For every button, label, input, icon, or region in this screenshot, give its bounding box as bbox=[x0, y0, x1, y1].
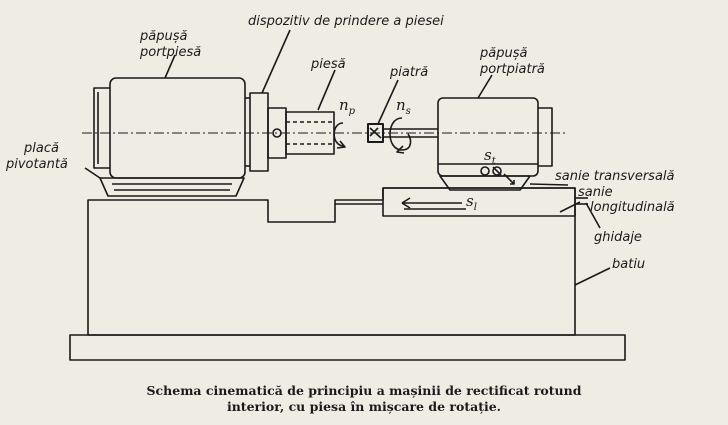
label-papusa-portpiesa-2: portpiesă bbox=[140, 45, 202, 60]
symbol-ns: ns bbox=[396, 96, 411, 117]
label-placa-1: placă bbox=[24, 141, 59, 156]
label-papusa-portpiesa-1: păpușă bbox=[140, 29, 188, 44]
cross-slide bbox=[439, 175, 531, 191]
label-papusa-portpiatra-1: păpușă bbox=[480, 46, 528, 61]
longitudinal-slide bbox=[382, 187, 576, 217]
bed-batiu bbox=[87, 187, 576, 336]
rotation-arrow-wheel bbox=[389, 117, 412, 151]
headstock-rear-cap bbox=[93, 87, 110, 169]
label-ghidaje: ghidaje bbox=[594, 230, 642, 245]
pivoting-plate bbox=[99, 177, 245, 197]
label-papusa-portpiatra-2: portpiatră bbox=[480, 62, 545, 77]
figure-caption: Schema cinematică de principiu a mașinii… bbox=[0, 383, 728, 415]
label-dispozitiv: dispozitiv de prindere a piesei bbox=[248, 14, 444, 29]
label-piesa: piesă bbox=[311, 57, 346, 72]
rotation-arrow-workpiece bbox=[333, 122, 345, 147]
symbol-st: st bbox=[484, 146, 496, 167]
label-batiu: batiu bbox=[612, 257, 646, 272]
label-sanie-1: sanie bbox=[578, 185, 613, 200]
label-sanie-2: longitudinală bbox=[590, 200, 675, 215]
label-sanie-transversala: sanie transversală bbox=[555, 169, 675, 184]
label-placa-2: pivotantă bbox=[6, 157, 68, 172]
longitudinal-feed-arrow bbox=[401, 197, 462, 209]
label-piatra: piatră bbox=[390, 65, 429, 80]
cross-feed-arrow bbox=[503, 173, 515, 185]
chuck-flange bbox=[249, 92, 269, 172]
caption-line-2: interior, cu piesa în mișcare de rotație… bbox=[226, 399, 502, 414]
caption-line-1: Schema cinematică de principiu a mașinii… bbox=[146, 383, 582, 398]
base-plate bbox=[69, 334, 626, 361]
symbol-np: np bbox=[339, 96, 356, 117]
workpiece-headstock bbox=[109, 77, 246, 179]
symbol-sl: sl bbox=[466, 192, 477, 213]
